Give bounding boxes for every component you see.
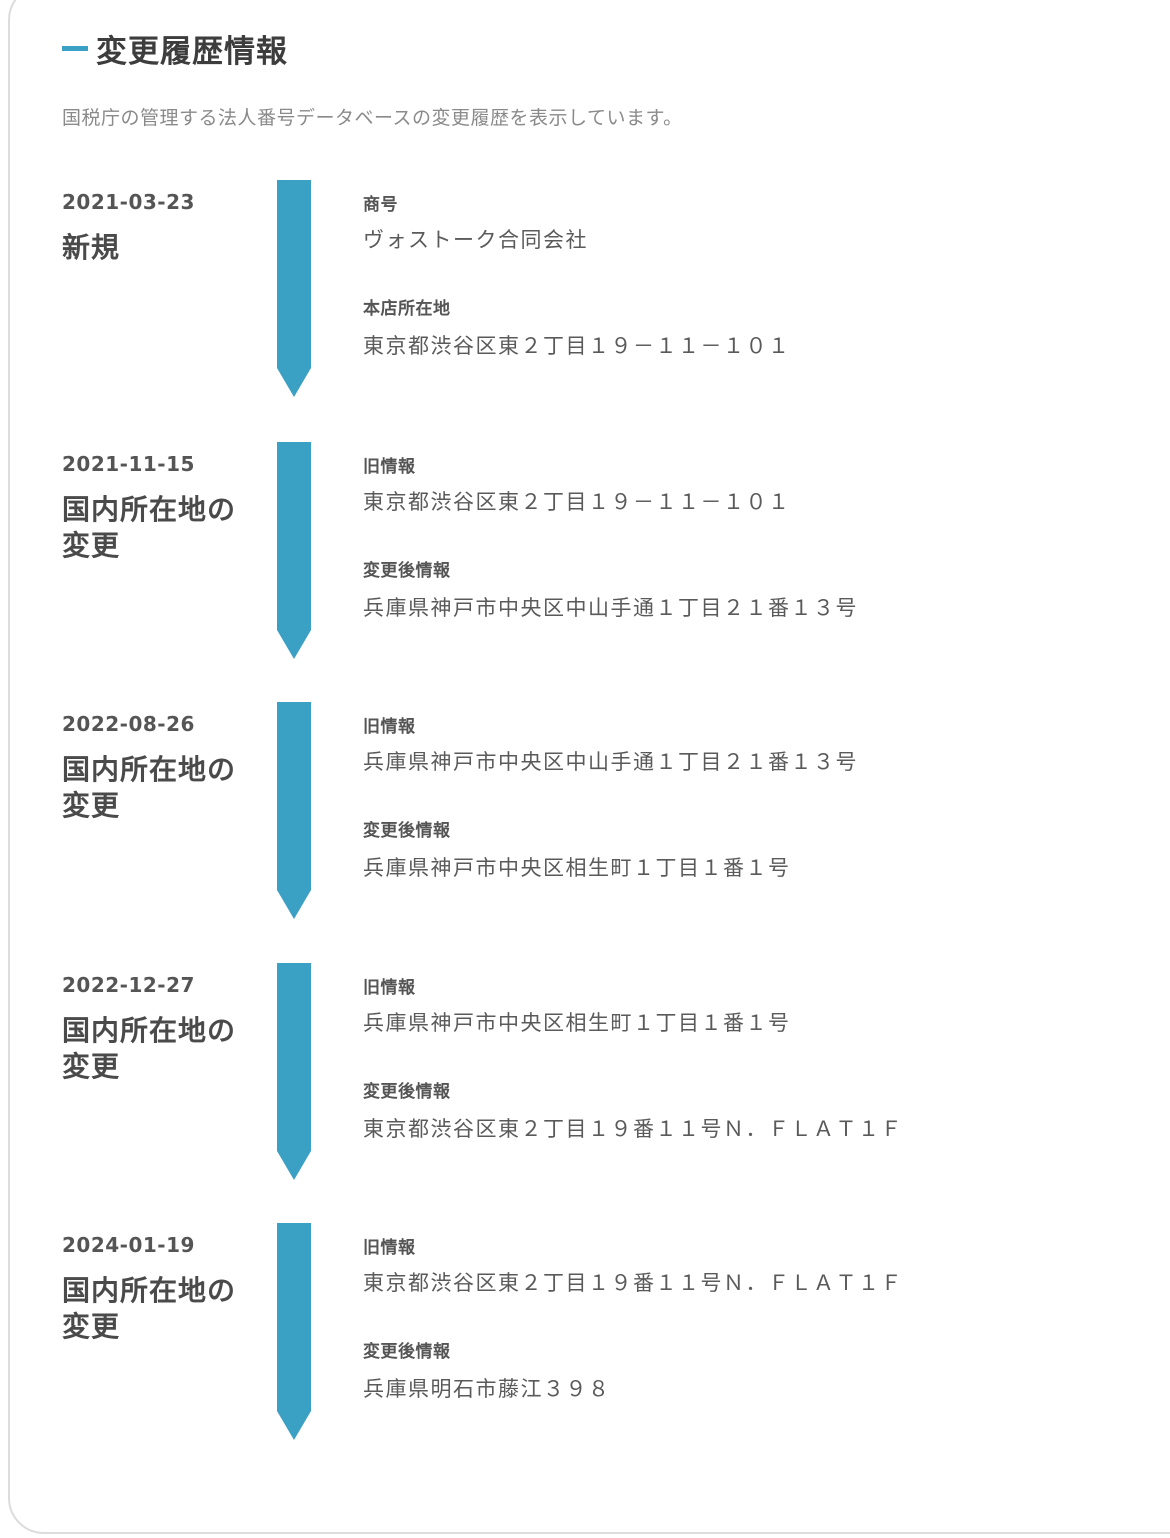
- field-label: 本店所在地: [363, 299, 451, 319]
- field-value: 東京都渋谷区東２丁目１９番１１号Ｎ．ＦＬＡＴ１Ｆ: [363, 1117, 903, 1141]
- history-entry: 2021-11-15 国内所在地の変更 旧情報 東京都渋谷区東２丁目１９－１１－…: [0, 442, 1170, 662]
- entry-date: 2024-01-19: [62, 1233, 195, 1257]
- change-history-card: [8, 0, 1170, 1534]
- history-entry: 2022-12-27 国内所在地の変更 旧情報 兵庫県神戸市中央区相生町１丁目１…: [0, 963, 1170, 1183]
- entry-date: 2021-03-23: [62, 190, 195, 214]
- entry-type: 国内所在地の変更: [62, 493, 237, 562]
- history-entry: 2022-08-26 国内所在地の変更 旧情報 兵庫県神戸市中央区中山手通１丁目…: [0, 702, 1170, 922]
- field-value: 東京都渋谷区東２丁目１９番１１号Ｎ．ＦＬＡＴ１Ｆ: [363, 1271, 903, 1295]
- entry-date: 2021-11-15: [62, 452, 195, 476]
- entry-type: 国内所在地の変更: [62, 753, 237, 822]
- history-entry: 2024-01-19 国内所在地の変更 旧情報 東京都渋谷区東２丁目１９番１１号…: [0, 1223, 1170, 1443]
- field-label: 旧情報: [363, 978, 416, 998]
- entry-type: 新規: [62, 231, 121, 264]
- timeline-arrow-icon: [277, 702, 311, 919]
- field-value: 兵庫県神戸市中央区相生町１丁目１番１号: [363, 1011, 791, 1035]
- field-value: 兵庫県神戸市中央区中山手通１丁目２１番１３号: [363, 596, 858, 620]
- section-title: 変更履歴情報: [96, 33, 288, 70]
- entry-type: 国内所在地の変更: [62, 1274, 237, 1343]
- field-label: 旧情報: [363, 457, 416, 477]
- timeline-arrow-icon: [277, 963, 311, 1180]
- field-label: 変更後情報: [363, 1082, 451, 1102]
- field-label: 変更後情報: [363, 561, 451, 581]
- field-value: 東京都渋谷区東２丁目１９－１１－１０１: [363, 334, 791, 358]
- history-entry: 2021-03-23 新規 商号 ヴォストーク合同会社 本店所在地 東京都渋谷区…: [0, 180, 1170, 400]
- field-value: 兵庫県神戸市中央区中山手通１丁目２１番１３号: [363, 750, 858, 774]
- field-value: 兵庫県明石市藤江３９８: [363, 1377, 611, 1401]
- entry-date: 2022-12-27: [62, 973, 195, 997]
- field-value: 兵庫県神戸市中央区相生町１丁目１番１号: [363, 856, 791, 880]
- field-label: 変更後情報: [363, 1342, 451, 1362]
- title-accent-bar: [62, 45, 88, 51]
- field-value: ヴォストーク合同会社: [363, 228, 588, 252]
- timeline-arrow-icon: [277, 1223, 311, 1440]
- field-label: 旧情報: [363, 1238, 416, 1258]
- field-value: 東京都渋谷区東２丁目１９－１１－１０１: [363, 490, 791, 514]
- timeline-arrow-icon: [277, 180, 311, 397]
- field-label: 旧情報: [363, 717, 416, 737]
- section-header: 変更履歴情報: [62, 28, 288, 70]
- field-label: 変更後情報: [363, 821, 451, 841]
- timeline-arrow-icon: [277, 442, 311, 659]
- entry-type: 国内所在地の変更: [62, 1014, 237, 1083]
- entry-date: 2022-08-26: [62, 712, 195, 736]
- field-label: 商号: [363, 195, 398, 215]
- section-description: 国税庁の管理する法人番号データベースの変更履歴を表示しています。: [62, 107, 683, 129]
